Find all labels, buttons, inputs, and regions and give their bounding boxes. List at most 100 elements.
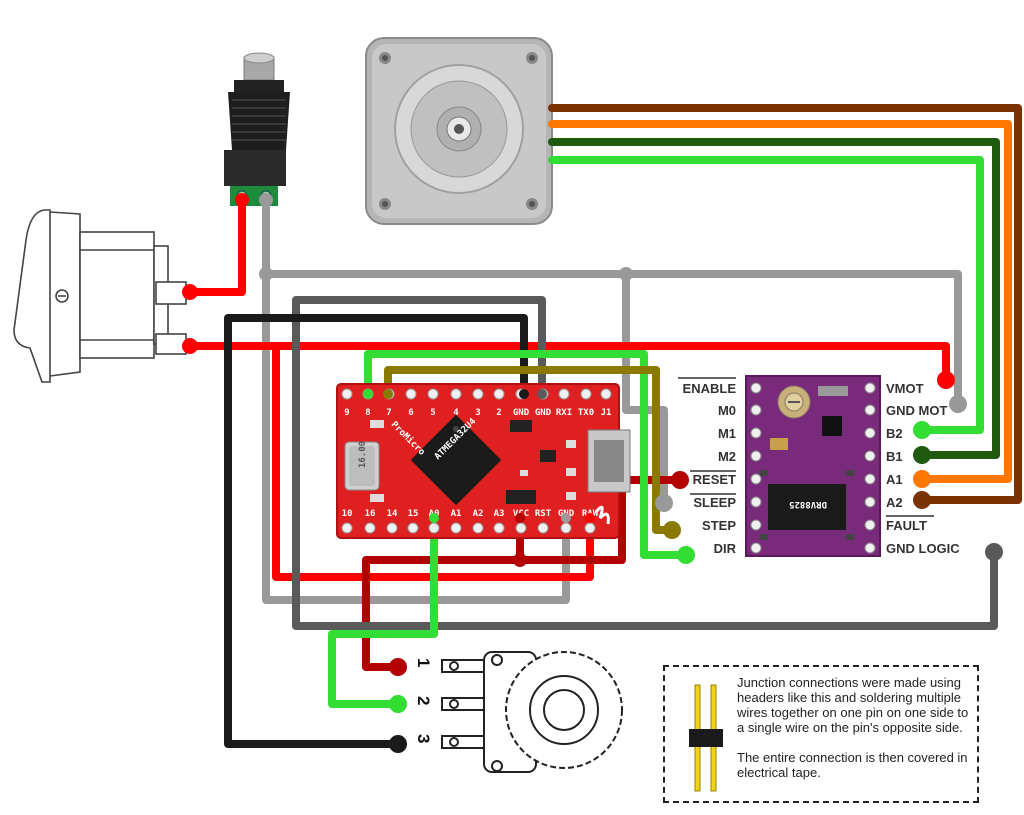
pin-header-icon bbox=[689, 684, 723, 792]
promicro-top-pin-label: 2 bbox=[496, 408, 501, 418]
promicro-top-pin-label: 4 bbox=[453, 408, 459, 418]
wire-black bbox=[224, 314, 528, 748]
promicro-bottom-pad bbox=[584, 522, 596, 534]
driver-label-vmot: VMOT bbox=[886, 381, 924, 396]
promicro-bottom-pad bbox=[450, 522, 462, 534]
driver-label-b1: B1 bbox=[886, 449, 903, 464]
drv-left-pad bbox=[750, 496, 762, 508]
promicro-bottom-pin-label: A2 bbox=[473, 509, 484, 519]
promicro-top-pad bbox=[580, 388, 592, 400]
drv-chip-text: DRV8825 bbox=[789, 499, 827, 509]
drv-left-pad bbox=[750, 382, 762, 394]
promicro-bottom-pad bbox=[386, 522, 398, 534]
drv-right-pad bbox=[864, 427, 876, 439]
rocker-switch bbox=[13, 209, 187, 383]
drv-right-pad bbox=[864, 404, 876, 416]
driver-label-fault: FAULT bbox=[886, 518, 927, 533]
driver-label-enable: ENABLE bbox=[683, 381, 737, 396]
promicro-bottom-pin-label: 15 bbox=[408, 509, 419, 519]
promicro-top-pad bbox=[493, 388, 505, 400]
wire-green-dir bbox=[364, 350, 690, 559]
promicro-bottom-pad bbox=[560, 522, 572, 534]
driver-label-b2: B2 bbox=[886, 426, 903, 441]
driver-label-gnd-logic: GND LOGIC bbox=[886, 541, 960, 556]
drv-left-pad bbox=[750, 427, 762, 439]
pot-pin-3: 3 bbox=[414, 734, 433, 743]
drv8825-board: DRV8825 bbox=[745, 375, 881, 557]
wire-gray-ground bbox=[262, 196, 962, 408]
wire-olive-step bbox=[384, 366, 676, 534]
driver-label-sleep: SLEEP bbox=[693, 495, 736, 510]
drv-right-pad bbox=[864, 542, 876, 554]
promicro-bottom-pad bbox=[428, 522, 440, 534]
wire-green-pot bbox=[328, 514, 438, 708]
promicro-top-pin-label: TX0 bbox=[578, 408, 594, 418]
promicro-top-pad bbox=[600, 388, 612, 400]
promicro-top-pad bbox=[341, 388, 353, 400]
junction-note: Junction connections were made using hea… bbox=[663, 665, 979, 803]
wire-end-dots bbox=[182, 193, 1003, 753]
wires bbox=[186, 104, 1022, 748]
driver-label-m0: M0 bbox=[718, 403, 736, 418]
driver-label-m1: M1 bbox=[718, 426, 736, 441]
promicro-top-pin-label: 7 bbox=[386, 408, 391, 418]
wire-motor-green bbox=[548, 156, 984, 434]
drv-left-pad bbox=[750, 473, 762, 485]
promicro-bottom-pad bbox=[515, 522, 527, 534]
wire-darkgray-ground bbox=[292, 296, 998, 630]
promicro-bottom-pad bbox=[364, 522, 376, 534]
promicro-top-pin-label: 5 bbox=[430, 408, 435, 418]
promicro-bottom-pad bbox=[537, 522, 549, 534]
driver-label-dir: DIR bbox=[714, 541, 737, 556]
drv-right-pad bbox=[864, 519, 876, 531]
promicro-top-pad bbox=[450, 388, 462, 400]
promicro-top-pin-label: GND bbox=[535, 408, 552, 418]
promicro-bottom-pin-label: 10 bbox=[342, 509, 353, 519]
promicro-crystal-text: 16.00 bbox=[358, 441, 368, 468]
drv-right-pad bbox=[864, 450, 876, 462]
drv-right-pad bbox=[864, 382, 876, 394]
promicro-top-pin-label: J1 bbox=[601, 408, 612, 418]
pot-pin-2: 2 bbox=[414, 696, 433, 705]
wire-darkred-pot bbox=[362, 556, 524, 671]
promicro-bottom-pad bbox=[341, 522, 353, 534]
promicro-top-pad bbox=[405, 388, 417, 400]
wire-motor-orange bbox=[548, 120, 1012, 483]
overbars bbox=[678, 377, 934, 517]
wire-red-jack bbox=[186, 196, 246, 296]
promicro-bottom-pad bbox=[407, 522, 419, 534]
drv-left-pad bbox=[750, 450, 762, 462]
driver-label-step: STEP bbox=[702, 518, 736, 533]
driver-label-m2: M2 bbox=[718, 449, 736, 464]
wire-motor-darkgreen bbox=[548, 138, 1000, 459]
promicro-bottom-pin-label: 14 bbox=[387, 509, 398, 519]
promicro-top-pin-label: 9 bbox=[344, 408, 349, 418]
driver-label-reset: RESET bbox=[693, 472, 736, 487]
promicro-bottom-pin-label: RST bbox=[535, 509, 552, 519]
promicro-top-pad bbox=[472, 388, 484, 400]
junction-note-text: Junction connections were made using hea… bbox=[737, 675, 969, 780]
drv-left-pad bbox=[750, 519, 762, 531]
promicro-bottom-pin-label: A1 bbox=[451, 509, 462, 519]
promicro-top-pin-label: GND bbox=[513, 408, 530, 418]
drv-left-pad bbox=[750, 542, 762, 554]
promicro-bottom-pad bbox=[472, 522, 484, 534]
dc-barrel-jack bbox=[224, 52, 290, 206]
driver-label-a1: A1 bbox=[886, 472, 903, 487]
drv-right-pad bbox=[864, 473, 876, 485]
promicro-bottom-pad bbox=[493, 522, 505, 534]
stepper-motor bbox=[365, 37, 553, 225]
promicro-top-pad bbox=[558, 388, 570, 400]
driver-label-gnd-mot: GND MOT bbox=[886, 403, 947, 418]
promicro-top-pin-label: 6 bbox=[408, 408, 413, 418]
promicro-top-pin-label: 8 bbox=[365, 408, 370, 418]
promicro-top-pad bbox=[427, 388, 439, 400]
promicro-bottom-pin-label: A3 bbox=[494, 509, 505, 519]
potentiometer bbox=[441, 651, 623, 773]
drv-left-pad bbox=[750, 404, 762, 416]
wire-motor-brown bbox=[548, 104, 1022, 504]
